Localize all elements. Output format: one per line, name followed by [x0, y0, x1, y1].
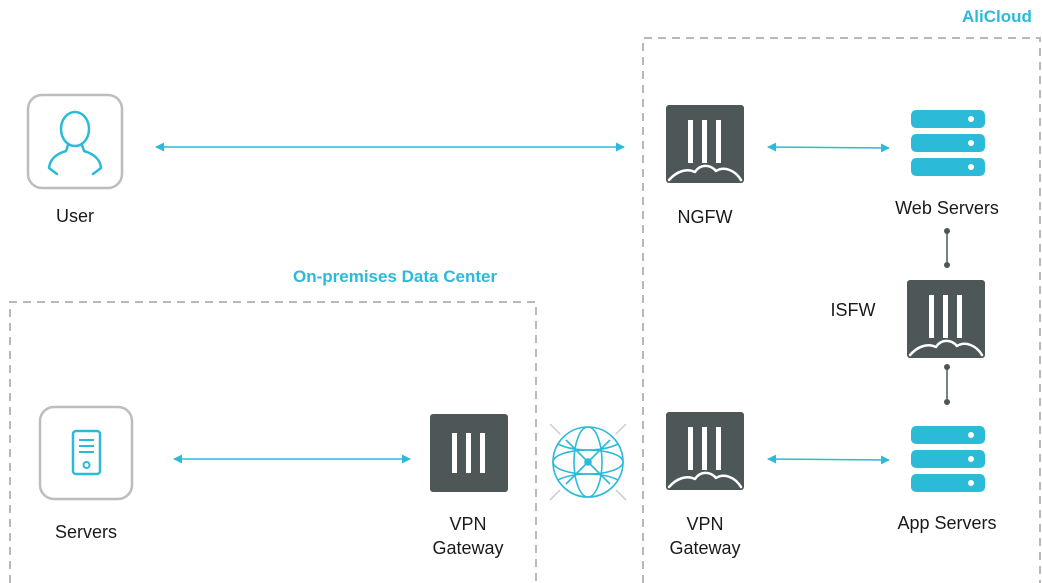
- firewall-icon: [666, 412, 744, 490]
- alicloud-zone-boundary: [642, 37, 1041, 583]
- firewall-icon: [666, 105, 744, 183]
- zone-title-onprem: On-premises Data Center: [293, 267, 498, 286]
- vpn-gateway-cloud-label-line1: VPN: [686, 514, 724, 534]
- connector-isfw-appservers: [944, 364, 950, 405]
- ngfw-label: NGFW: [677, 207, 733, 227]
- servers-label: Servers: [54, 522, 117, 542]
- server-tower-icon: [38, 405, 134, 501]
- web-servers-label: Web Servers: [895, 198, 999, 218]
- vpn-gateway-cloud-label-line2: Gateway: [669, 538, 741, 558]
- vpn-gateway-onprem-label-line2: Gateway: [432, 538, 504, 558]
- app-servers-label: App Servers: [897, 513, 997, 533]
- zone-title-alicloud: AliCloud: [962, 7, 1032, 26]
- connector-vpn-appservers: [767, 454, 890, 465]
- firewall-icon: [907, 280, 985, 358]
- connector-webservers-isfw: [944, 228, 950, 268]
- user-label: User: [55, 206, 94, 226]
- isfw-label: ISFW: [830, 300, 876, 320]
- onprem-zone-boundary: [9, 301, 537, 583]
- server-stack-icon: [911, 426, 985, 492]
- globe-icon: [549, 423, 627, 501]
- vpn-gateway-icon: [430, 414, 508, 492]
- connector-ngfw-webservers: [767, 142, 890, 153]
- server-stack-icon: [911, 110, 985, 176]
- vpn-gateway-onprem-label: VPN Gateway: [418, 512, 518, 560]
- user-icon: [26, 93, 124, 190]
- vpn-gateway-onprem-label-line1: VPN: [449, 514, 487, 534]
- vpn-gateway-cloud-label: VPN Gateway: [655, 512, 755, 560]
